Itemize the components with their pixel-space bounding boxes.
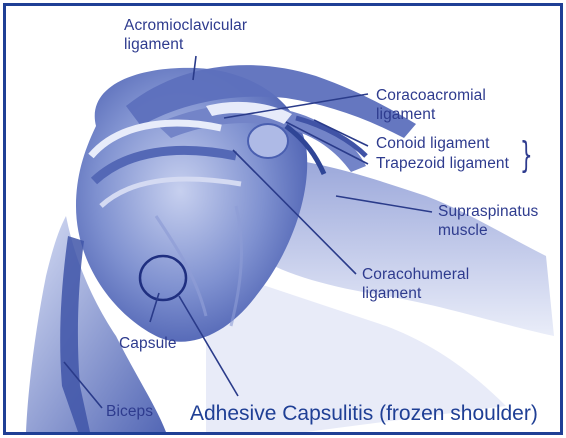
label-coracoacromial: Coracoacromial ligament (376, 86, 486, 124)
label-conoid: Conoid ligament (376, 134, 490, 153)
brace-icon: } (520, 138, 533, 174)
label-trapezoid: Trapezoid ligament (376, 154, 509, 173)
coracoid-process (248, 124, 288, 158)
label-biceps: Biceps (106, 402, 153, 421)
diagram-frame: Acromioclavicular ligament Coracoacromia… (3, 3, 563, 435)
label-supraspinatus: Supraspinatus muscle (438, 202, 538, 240)
label-coracohumeral: Coracohumeral ligament (362, 265, 469, 303)
label-capsule: Capsule (119, 334, 177, 353)
label-acromioclavicular: Acromioclavicular ligament (124, 16, 247, 54)
diagram-caption: Adhesive Capsulitis (frozen shoulder) (190, 402, 538, 426)
